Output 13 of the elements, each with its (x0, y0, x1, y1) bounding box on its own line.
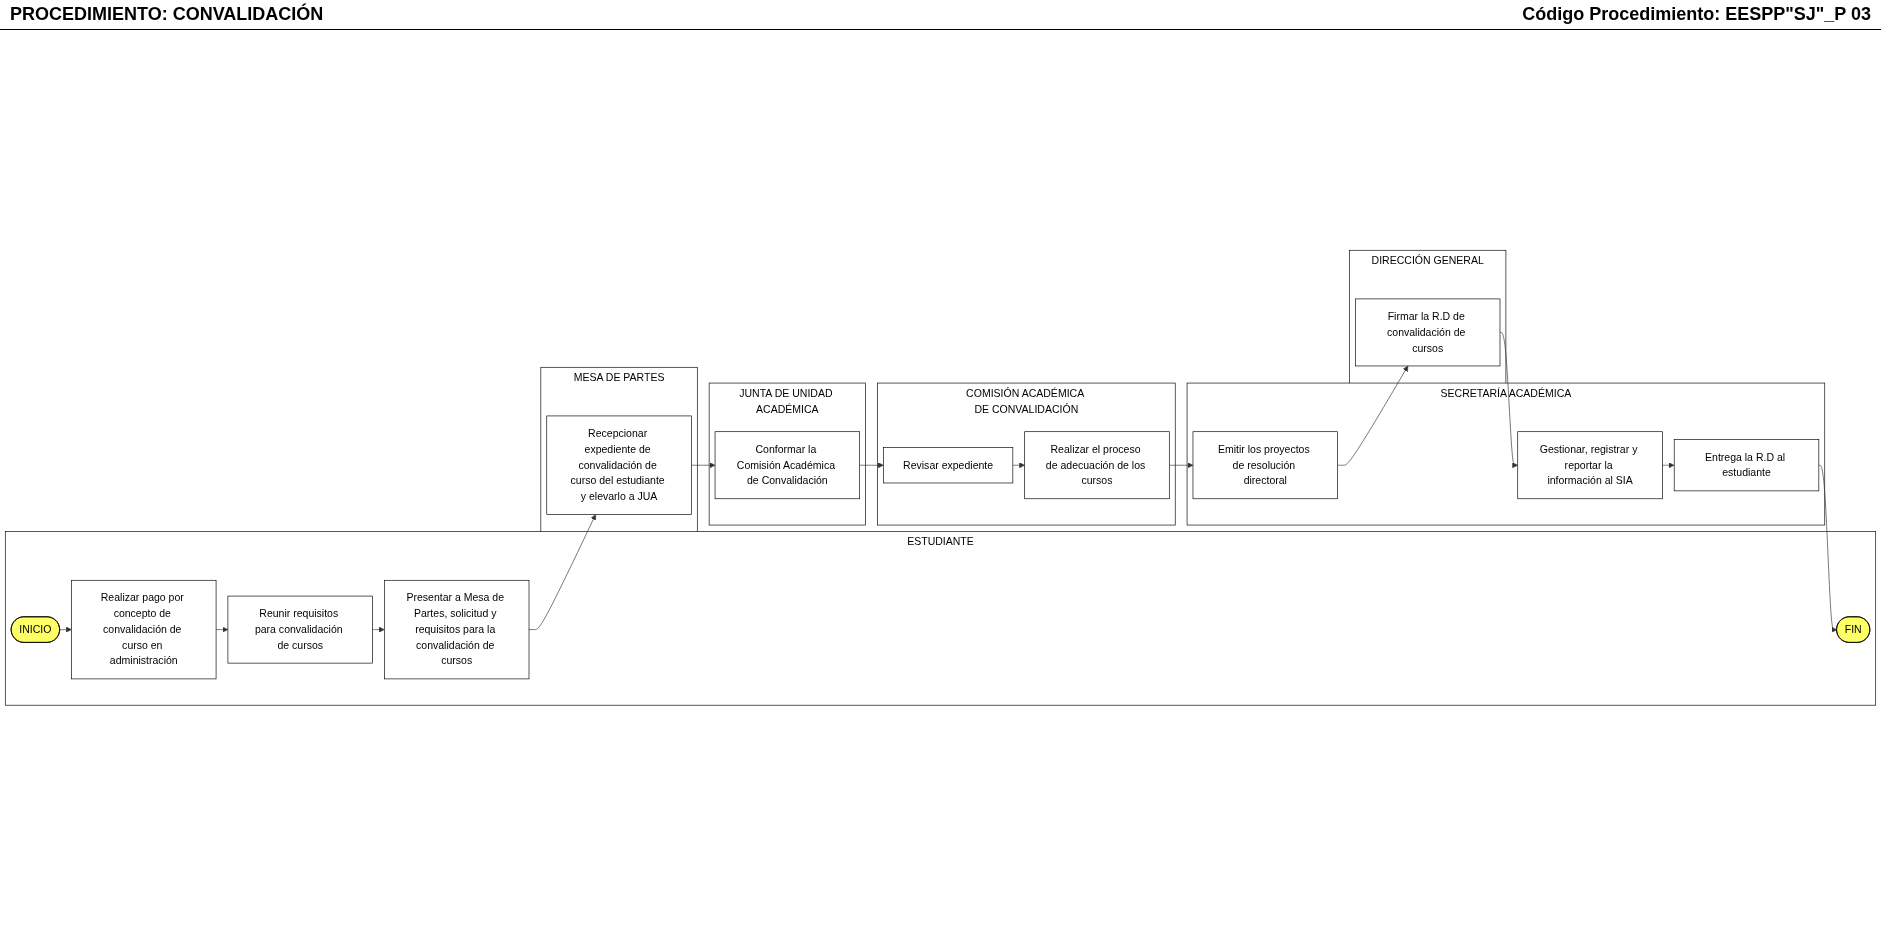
node-box: Entrega la R.D al estudiante (1673, 439, 1820, 491)
node-box: Presentar a Mesa de Partes, solicitud y requisitos para la convalidación de cursos (384, 579, 530, 679)
node-box: Firmar la R.D de convalidación de cursos (1355, 298, 1501, 367)
node-box: Emitir los proyectos de resolución directoral (1192, 431, 1338, 499)
node-box: Conformar la Comisión Académica de Convalidación (714, 431, 860, 499)
node-box: Recepcionar expediente de convalidación de curso del estudiante y elevarlo a JUA (546, 415, 692, 515)
node-box: Gestionar, registrar y reportar la información al SIA (1517, 431, 1663, 499)
node-box: Realizar el proceso de adecuación de los cursos (1024, 431, 1170, 499)
diagram-title: PROCEDIMIENTO: CONVALIDACIÓN (10, 4, 324, 25)
procedure-code: Código Procedimiento: EESPP"SJ"_P 03 (1522, 4, 1871, 24)
node-box: Revisar expediente (883, 446, 1014, 484)
node-box: Reunir requisitos para convalidación de cursos (227, 595, 373, 664)
node-box: Realizar pago por concepto de convalidación de curso en administración (71, 579, 217, 679)
